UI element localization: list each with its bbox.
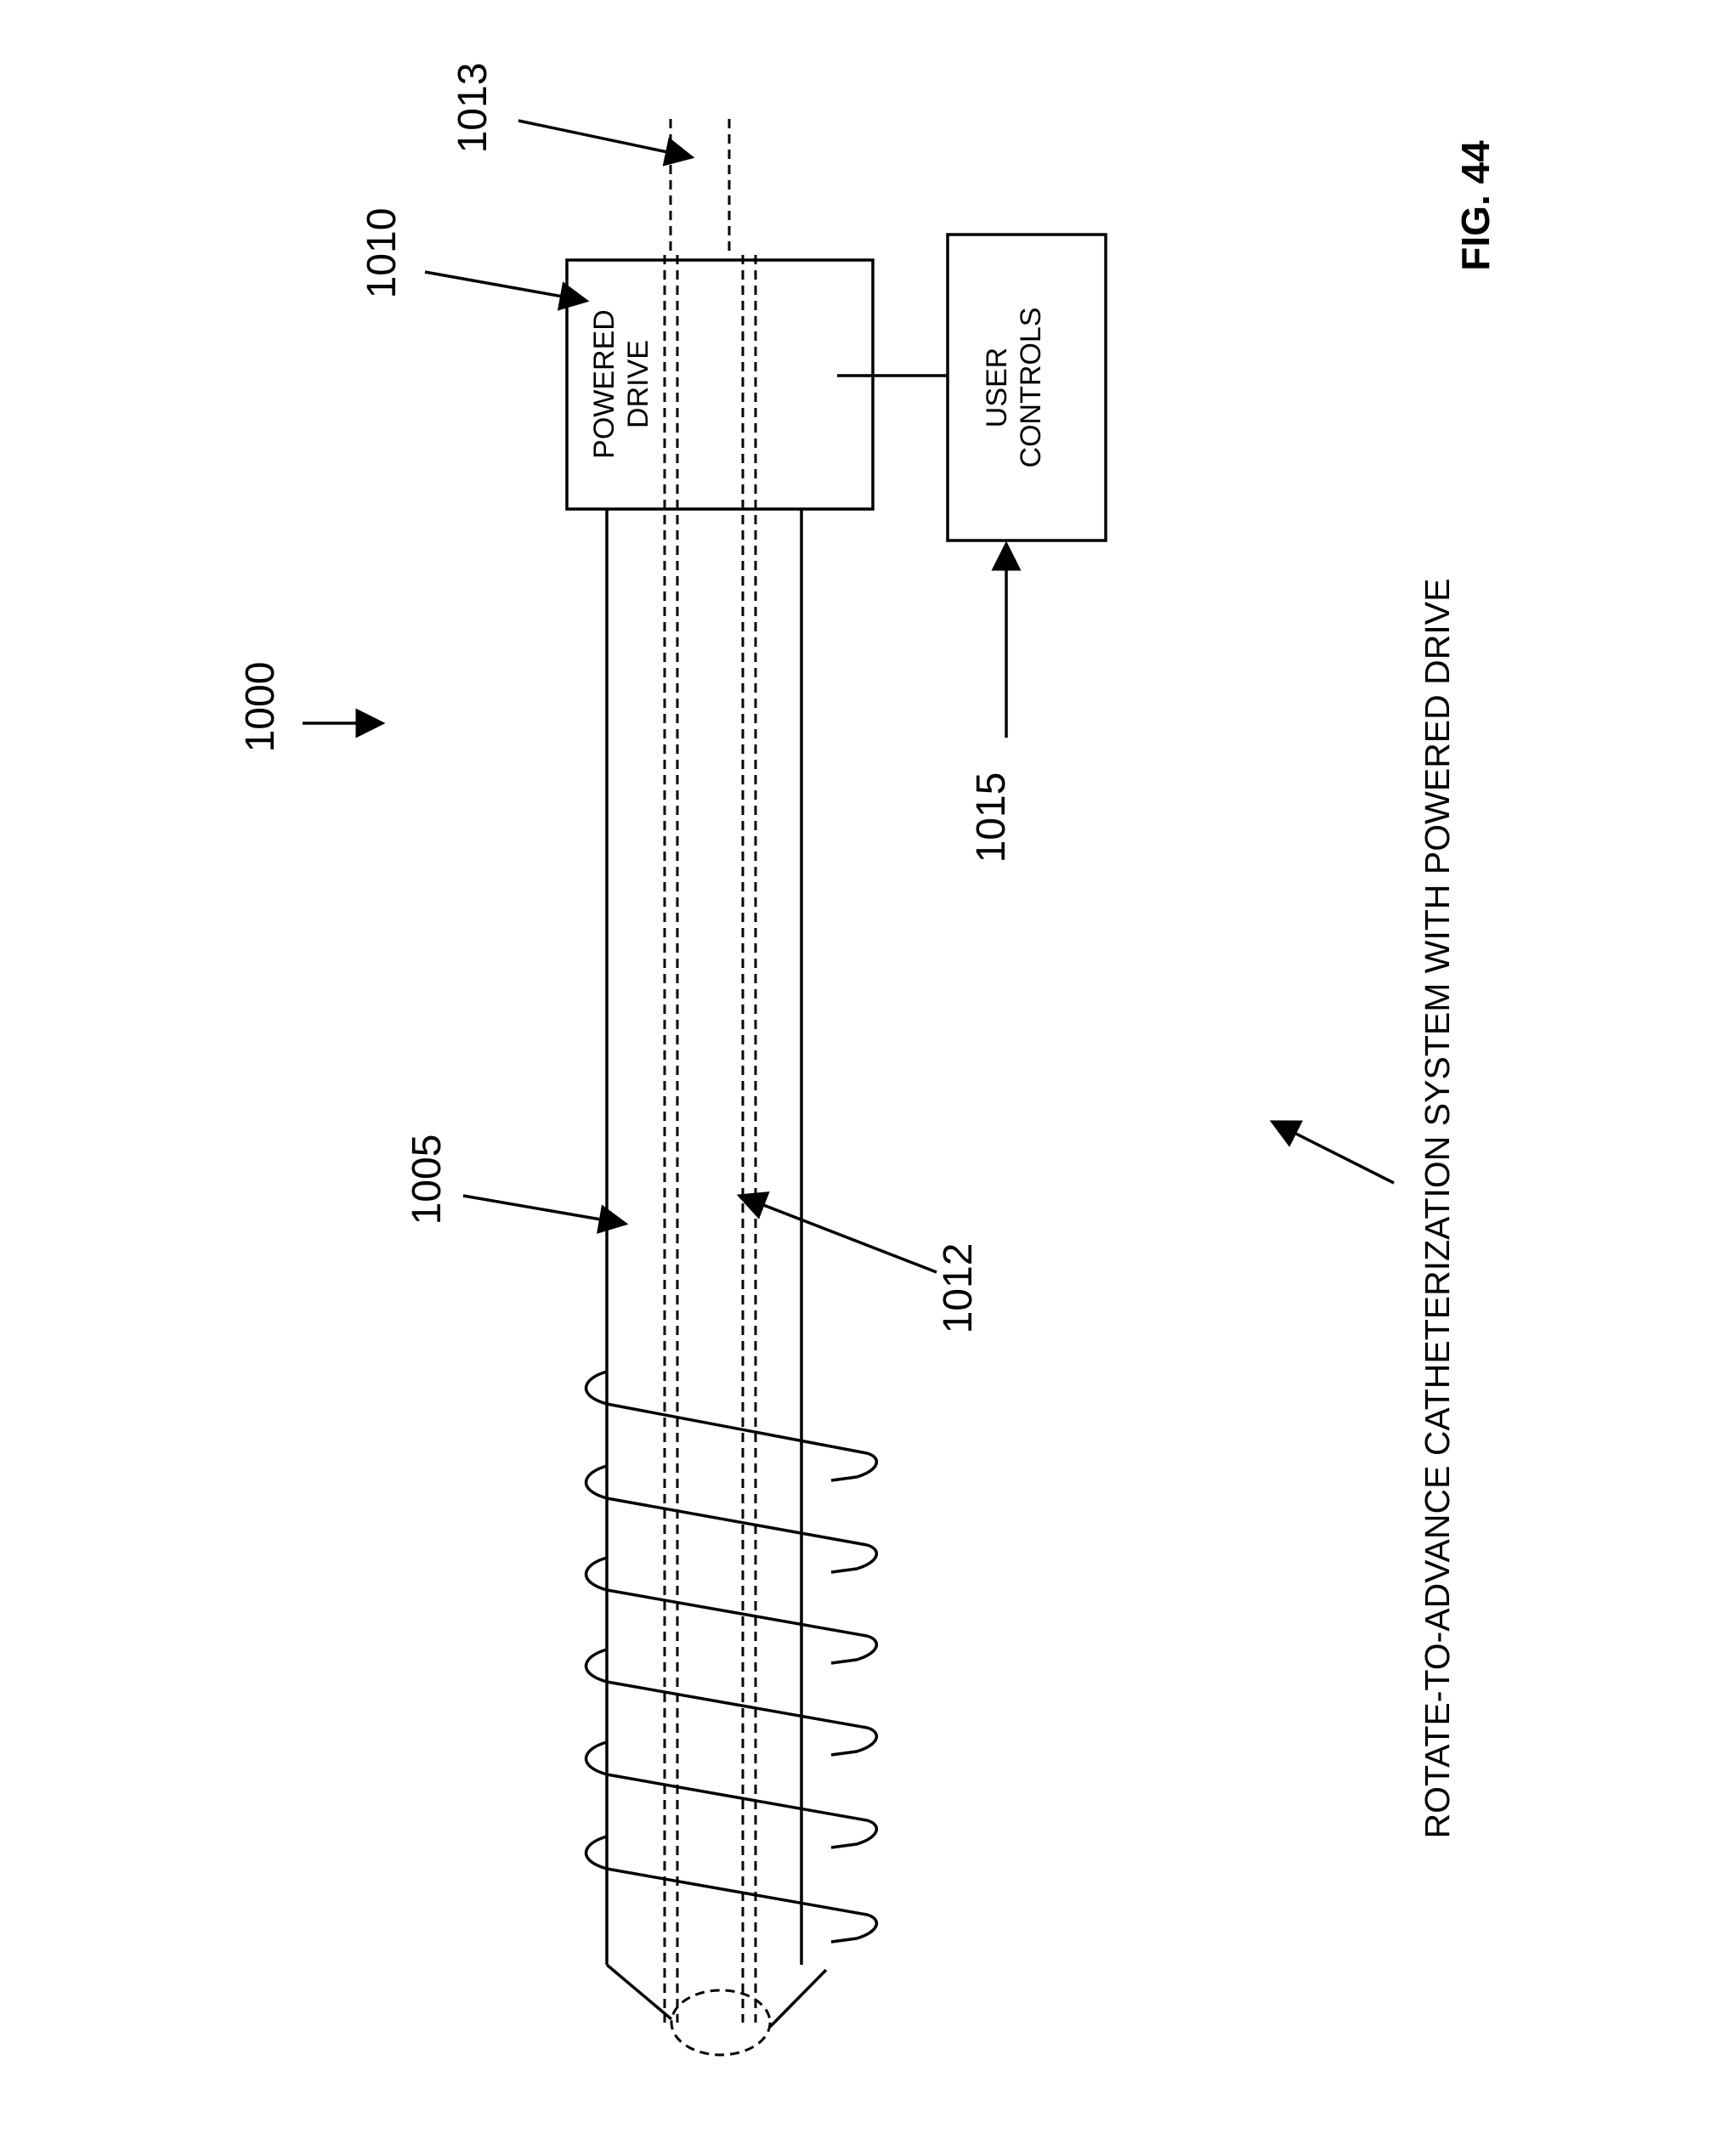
helical-thread (586, 1372, 877, 1942)
ref-arrow-1013 (518, 121, 692, 157)
user-controls-line1: USER (981, 348, 1013, 427)
ref-arrow-1005 (463, 1196, 626, 1224)
ref-label-1010: 1010 (360, 208, 405, 299)
powered-drive-line1: POWERED (588, 309, 620, 459)
figure-caption: ROTATE-TO-ADVANCE CATHETERIZATION SYSTEM… (1418, 579, 1457, 1839)
ref-label-1013: 1013 (450, 63, 495, 154)
ref-label-1012: 1012 (936, 1243, 981, 1334)
ref-label-1005: 1005 (405, 1135, 450, 1225)
ref-label-1000: 1000 (238, 662, 283, 753)
caption-arrow (1272, 1122, 1394, 1183)
powered-drive-box: POWERED DRIVE (567, 260, 873, 509)
catheter-body (607, 510, 826, 2055)
ref-label-1015: 1015 (969, 772, 1014, 863)
ref-arrow-1012 (739, 1196, 937, 1272)
figure-number: FIG. 44 (1453, 140, 1498, 271)
user-controls-box: USER CONTROLS (948, 235, 1106, 540)
user-controls-line2: CONTROLS (1015, 308, 1047, 468)
inner-lumen (665, 255, 756, 2023)
ref-arrow-1010 (425, 272, 586, 301)
powered-drive-line2: DRIVE (622, 340, 654, 428)
guidewire (671, 119, 729, 255)
